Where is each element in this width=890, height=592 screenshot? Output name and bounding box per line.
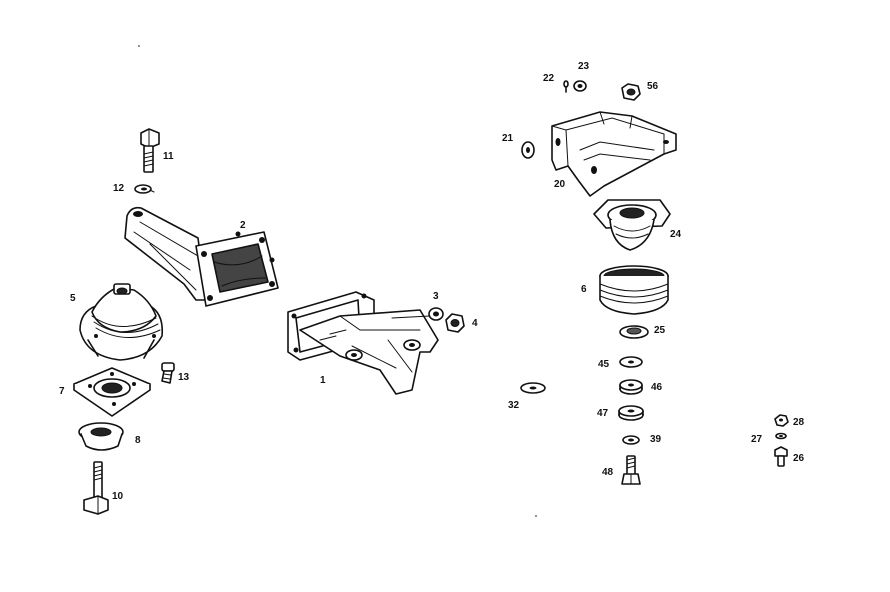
part-56-nut: [621, 83, 641, 101]
callout-20: 20: [554, 179, 566, 190]
callout-12: 12: [113, 183, 125, 194]
part-6-rubber-bushing: [599, 265, 669, 315]
callout-48: 48: [602, 467, 614, 478]
callout-5: 5: [70, 293, 76, 304]
part-5-rubber-mount: [79, 283, 164, 361]
part-39-small-washer: [622, 435, 640, 445]
part-45-washer: [619, 356, 643, 368]
callout-26: 26: [793, 453, 805, 464]
part-21-washer: [521, 141, 535, 159]
callout-8: 8: [135, 435, 141, 446]
part-26-short-bolt: [774, 446, 788, 467]
callout-39: 39: [650, 434, 662, 445]
part-46-thick-washer: [619, 379, 643, 395]
callout-22: 22: [543, 73, 555, 84]
part-3-washer: [391, 307, 444, 321]
part-11-bolt: [140, 128, 160, 173]
part-28-nut: [774, 414, 789, 427]
callout-47: 47: [597, 408, 609, 419]
part-47-thick-washer: [618, 405, 644, 421]
callout-6: 6: [581, 284, 587, 295]
part-27-washer: [775, 432, 787, 440]
callout-11: 11: [163, 151, 174, 162]
callout-45: 45: [598, 359, 610, 370]
part-24-cup-mount: [593, 199, 671, 251]
callout-23: 23: [578, 61, 590, 72]
part-32-washer: [520, 382, 546, 394]
callout-21: 21: [502, 133, 514, 144]
part-48-bolt: [621, 455, 641, 485]
callout-24: 24: [670, 229, 682, 240]
part-8-cup: [78, 422, 124, 451]
callout-46: 46: [651, 382, 663, 393]
callout-4: 4: [472, 318, 478, 329]
part-13-screw: [161, 362, 175, 384]
callout-56: 56: [647, 81, 659, 92]
callout-25: 25: [654, 325, 666, 336]
callout-3: 3: [433, 291, 439, 302]
part-23-washer: [573, 80, 587, 92]
callout-27: 27: [751, 434, 763, 445]
callout-10: 10: [112, 491, 124, 502]
callout-32: 32: [508, 400, 520, 411]
part-25-cup-washer: [619, 325, 649, 339]
callout-7: 7: [59, 386, 65, 397]
callout-2: 2: [240, 220, 246, 231]
part-7-plate: [73, 367, 151, 417]
callout-28: 28: [793, 417, 805, 428]
part-2-bracket: [124, 206, 279, 307]
part-4-nut: [445, 313, 465, 333]
part-1-bracket: [287, 291, 439, 395]
part-12-washer: [134, 184, 155, 194]
part-10-long-bolt: [83, 461, 109, 515]
part-22-pin: [563, 80, 569, 93]
callout-13: 13: [178, 372, 190, 383]
part-20-bracket: [551, 111, 677, 197]
callout-1: 1: [320, 375, 326, 386]
